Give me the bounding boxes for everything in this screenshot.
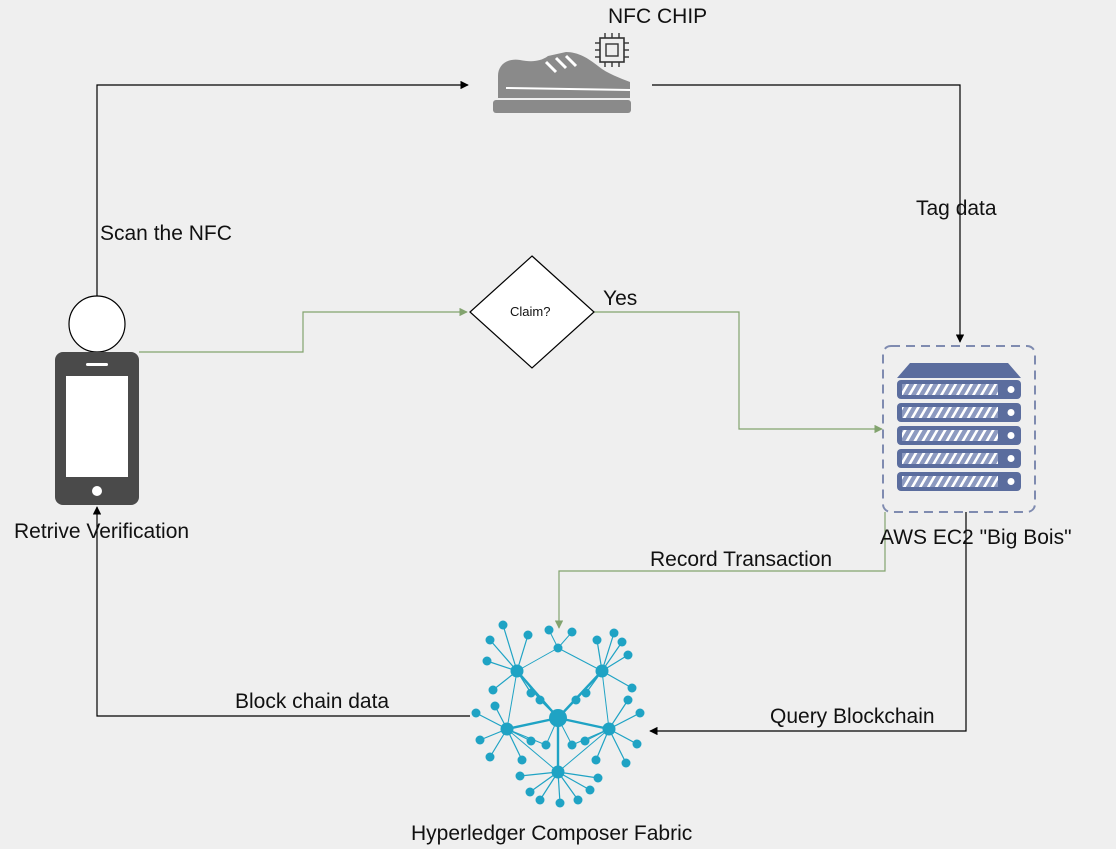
edge-label-yes: Yes — [603, 287, 638, 310]
network-node — [485, 635, 495, 645]
network-icon — [471, 620, 645, 808]
network-node — [592, 635, 602, 645]
network-node — [585, 785, 595, 795]
claim-label: Claim? — [510, 304, 551, 319]
network-node — [571, 695, 581, 705]
network-node — [593, 773, 603, 783]
network-node — [623, 650, 633, 660]
edge-yes — [594, 311, 883, 434]
network-node — [541, 740, 551, 750]
chip-icon — [595, 33, 629, 67]
network-node — [471, 708, 481, 718]
network-node — [567, 627, 577, 637]
network-node — [485, 752, 495, 762]
network-node — [525, 787, 535, 797]
network-center — [549, 709, 567, 727]
edge-query-blockchain — [649, 512, 967, 736]
network-hub — [551, 765, 565, 779]
network-node — [621, 758, 631, 768]
network-node — [488, 685, 498, 695]
network-node — [591, 755, 601, 765]
network-node — [555, 798, 565, 808]
user-icon — [68, 295, 126, 353]
network-node — [515, 771, 525, 781]
network-node — [617, 637, 627, 647]
edge-block-chain-data — [92, 506, 470, 717]
nfc-chip-label: NFC CHIP — [608, 5, 708, 28]
edge-label-query-blockchain: Query Blockchain — [770, 705, 935, 728]
edge-label-block-chain-data: Block chain data — [235, 690, 390, 713]
edge-label-record-transaction: Record Transaction — [650, 548, 833, 571]
network-hub — [500, 722, 514, 736]
network-node — [635, 708, 645, 718]
network-nodes — [471, 620, 645, 808]
server-group-frame — [882, 345, 1036, 513]
network-node — [535, 695, 545, 705]
network-node — [526, 688, 536, 698]
network-node — [623, 695, 633, 705]
network-node — [490, 701, 500, 711]
network-node — [526, 736, 536, 746]
network-node — [498, 620, 508, 630]
edge-label-scan-nfc: Scan the NFC — [100, 222, 232, 245]
edge-scan-nfc — [96, 80, 469, 296]
network-hub — [595, 664, 609, 678]
network-node — [523, 630, 533, 640]
network-node — [475, 735, 485, 745]
network-node — [632, 739, 642, 749]
network-node — [581, 688, 591, 698]
network-hub — [602, 722, 616, 736]
shoe-icon — [493, 52, 631, 113]
server-icon — [897, 363, 1021, 491]
phone-icon — [55, 352, 139, 505]
claim-decision — [469, 255, 595, 369]
network-node — [627, 683, 637, 693]
edge-record-transaction — [554, 512, 886, 629]
network-node — [535, 795, 545, 805]
network-node — [573, 795, 583, 805]
phone-caption: Retrive Verification — [14, 520, 190, 543]
network-node — [517, 755, 527, 765]
network-node — [609, 628, 619, 638]
edge-tag-data — [652, 84, 965, 343]
edge-phone-to-claim — [139, 307, 468, 353]
network-node — [553, 643, 563, 653]
network-node — [567, 740, 577, 750]
fabric-caption: Hyperledger Composer Fabric — [411, 822, 693, 845]
edge-label-tag-data: Tag data — [916, 197, 997, 220]
network-node — [544, 625, 554, 635]
network-node — [580, 736, 590, 746]
network-node — [482, 656, 492, 666]
network-hub — [510, 664, 524, 678]
server-caption: AWS EC2 "Big Bois" — [880, 526, 1072, 549]
